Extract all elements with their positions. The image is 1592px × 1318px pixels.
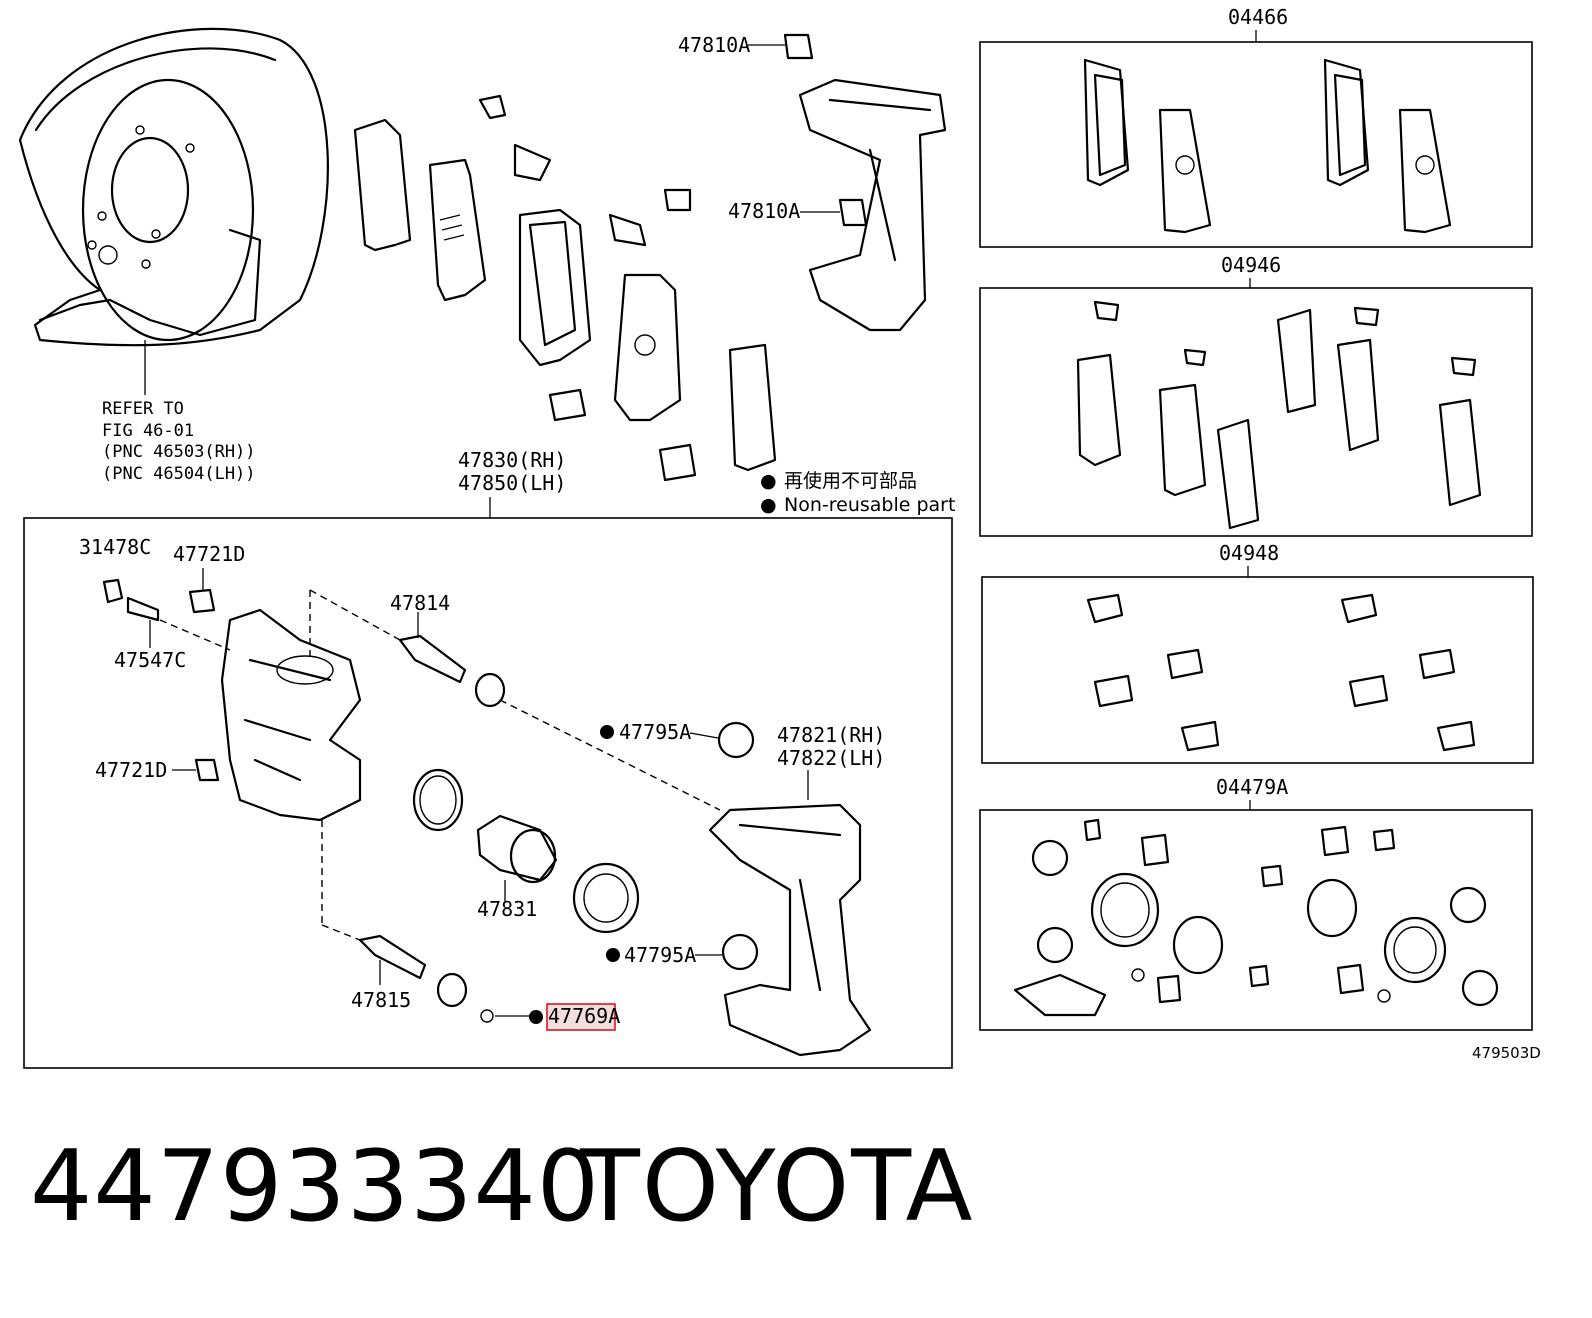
- label-pin-upper: 47814: [390, 591, 450, 615]
- highlight-47769A: [546, 1003, 616, 1031]
- kit-pads-drawing: [1083, 58, 1452, 234]
- kit-seal-box: [979, 809, 1533, 1031]
- label-bolt-lower: 47721D: [95, 758, 167, 782]
- label-clip-lower: 47795A: [624, 943, 696, 967]
- label-kit-shims: 04946: [1221, 253, 1281, 277]
- dust-cover-drawing: [18, 27, 329, 395]
- label-caliper-lh: 47850(LH): [458, 471, 566, 495]
- non-reusable-marker-clip-upper: [600, 725, 614, 739]
- label-mount-rh: 47821(RH): [777, 723, 885, 747]
- refer-line-2: FIG 46-01: [102, 421, 194, 441]
- legend-marker-en: ●: [760, 494, 777, 516]
- label-bleeder-plug: 47547C: [114, 648, 186, 672]
- top-pads-shims-drawing: [353, 94, 777, 482]
- caliper-assembly-box: [23, 517, 953, 1069]
- kit-shims-box: [979, 287, 1533, 537]
- label-kit-fittings: 04948: [1219, 541, 1279, 565]
- kit-seal-drawing: [1013, 818, 1499, 1017]
- legend-japanese: 再使用不可部品: [784, 470, 917, 492]
- top-mount-drawing: [748, 33, 947, 332]
- footer-part-number: 447933340: [30, 1130, 601, 1244]
- label-kit-seal: 04479A: [1216, 775, 1288, 799]
- kit-fittings-box: [981, 576, 1534, 764]
- kit-pads-box: [979, 41, 1533, 248]
- label-kit-pads: 04466: [1228, 5, 1288, 29]
- kit-shims-drawing: [1076, 300, 1482, 530]
- kit-fittings-drawing: [1086, 593, 1476, 752]
- refer-line-1: REFER TO: [102, 399, 184, 419]
- legend-marker-jp: ●: [760, 470, 777, 492]
- label-caliper-rh: 47830(RH): [458, 448, 566, 472]
- legend-english: Non-reusable part: [784, 494, 955, 516]
- label-bolt-top: 47810A: [678, 33, 750, 57]
- label-piston: 47831: [477, 897, 537, 921]
- label-bolt-upper: 47721D: [173, 542, 245, 566]
- caliper-assembly-drawing: [102, 568, 872, 1057]
- non-reusable-marker-clip-lower: [606, 948, 620, 962]
- figure-code: 479503D: [1472, 1044, 1541, 1062]
- label-mount-lh: 47822(LH): [777, 746, 885, 770]
- footer-brand: TOYOTA: [580, 1130, 975, 1244]
- refer-line-4: (PNC 46504(LH)): [102, 464, 256, 484]
- label-bleeder-cap: 31478C: [79, 535, 151, 559]
- label-clip-upper: 47795A: [619, 720, 691, 744]
- non-reusable-marker-bushing: [529, 1010, 543, 1024]
- label-pin-lower: 47815: [351, 988, 411, 1012]
- label-bolt-mid: 47810A: [728, 199, 800, 223]
- label-bushing: 47769A: [548, 1004, 620, 1028]
- refer-line-3: (PNC 46503(RH)): [102, 442, 256, 462]
